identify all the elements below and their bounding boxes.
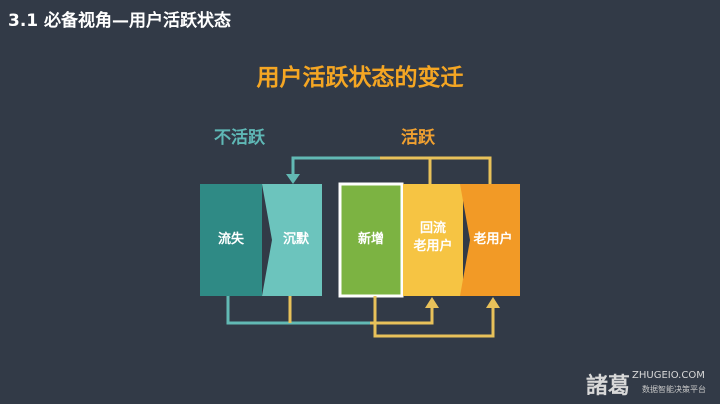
returning-arrowhead	[425, 297, 439, 308]
top-flow-line-yellow	[380, 156, 492, 185]
active-group-label: 活跃	[401, 128, 435, 148]
logo-mark: 諸葛	[586, 373, 631, 399]
new-to-old-line	[373, 296, 495, 338]
bottom-flow-line-yellow	[288, 296, 434, 325]
old-user-label: 老用户	[473, 232, 513, 247]
old-user-arrowhead	[486, 297, 500, 308]
top-flow-line-teal	[291, 156, 380, 178]
inactive-group-label: 不活跃	[214, 128, 265, 148]
churned-label: 流失	[217, 232, 244, 247]
churned-box	[200, 184, 262, 296]
silent-arrowhead	[286, 174, 300, 184]
returning-user-box	[403, 184, 463, 296]
silent-box	[262, 184, 322, 296]
old-user-box	[460, 184, 520, 296]
new-user-box	[338, 182, 404, 298]
new-user-label: 新增	[357, 232, 384, 247]
logo-domain: ZHUGEIO.COM	[632, 370, 705, 381]
logo-tagline: 数据智能决策平台	[642, 385, 706, 394]
silent-label: 沉默	[282, 232, 309, 247]
returning-label-line1: 回流	[419, 221, 446, 236]
returning-label-line2: 老用户	[413, 239, 453, 254]
diagram-title: 用户活跃状态的变迁	[256, 65, 464, 91]
slide-title: 3.1 必备视角—用户活跃状态	[8, 11, 232, 31]
bottom-flow-line-teal	[226, 296, 370, 325]
